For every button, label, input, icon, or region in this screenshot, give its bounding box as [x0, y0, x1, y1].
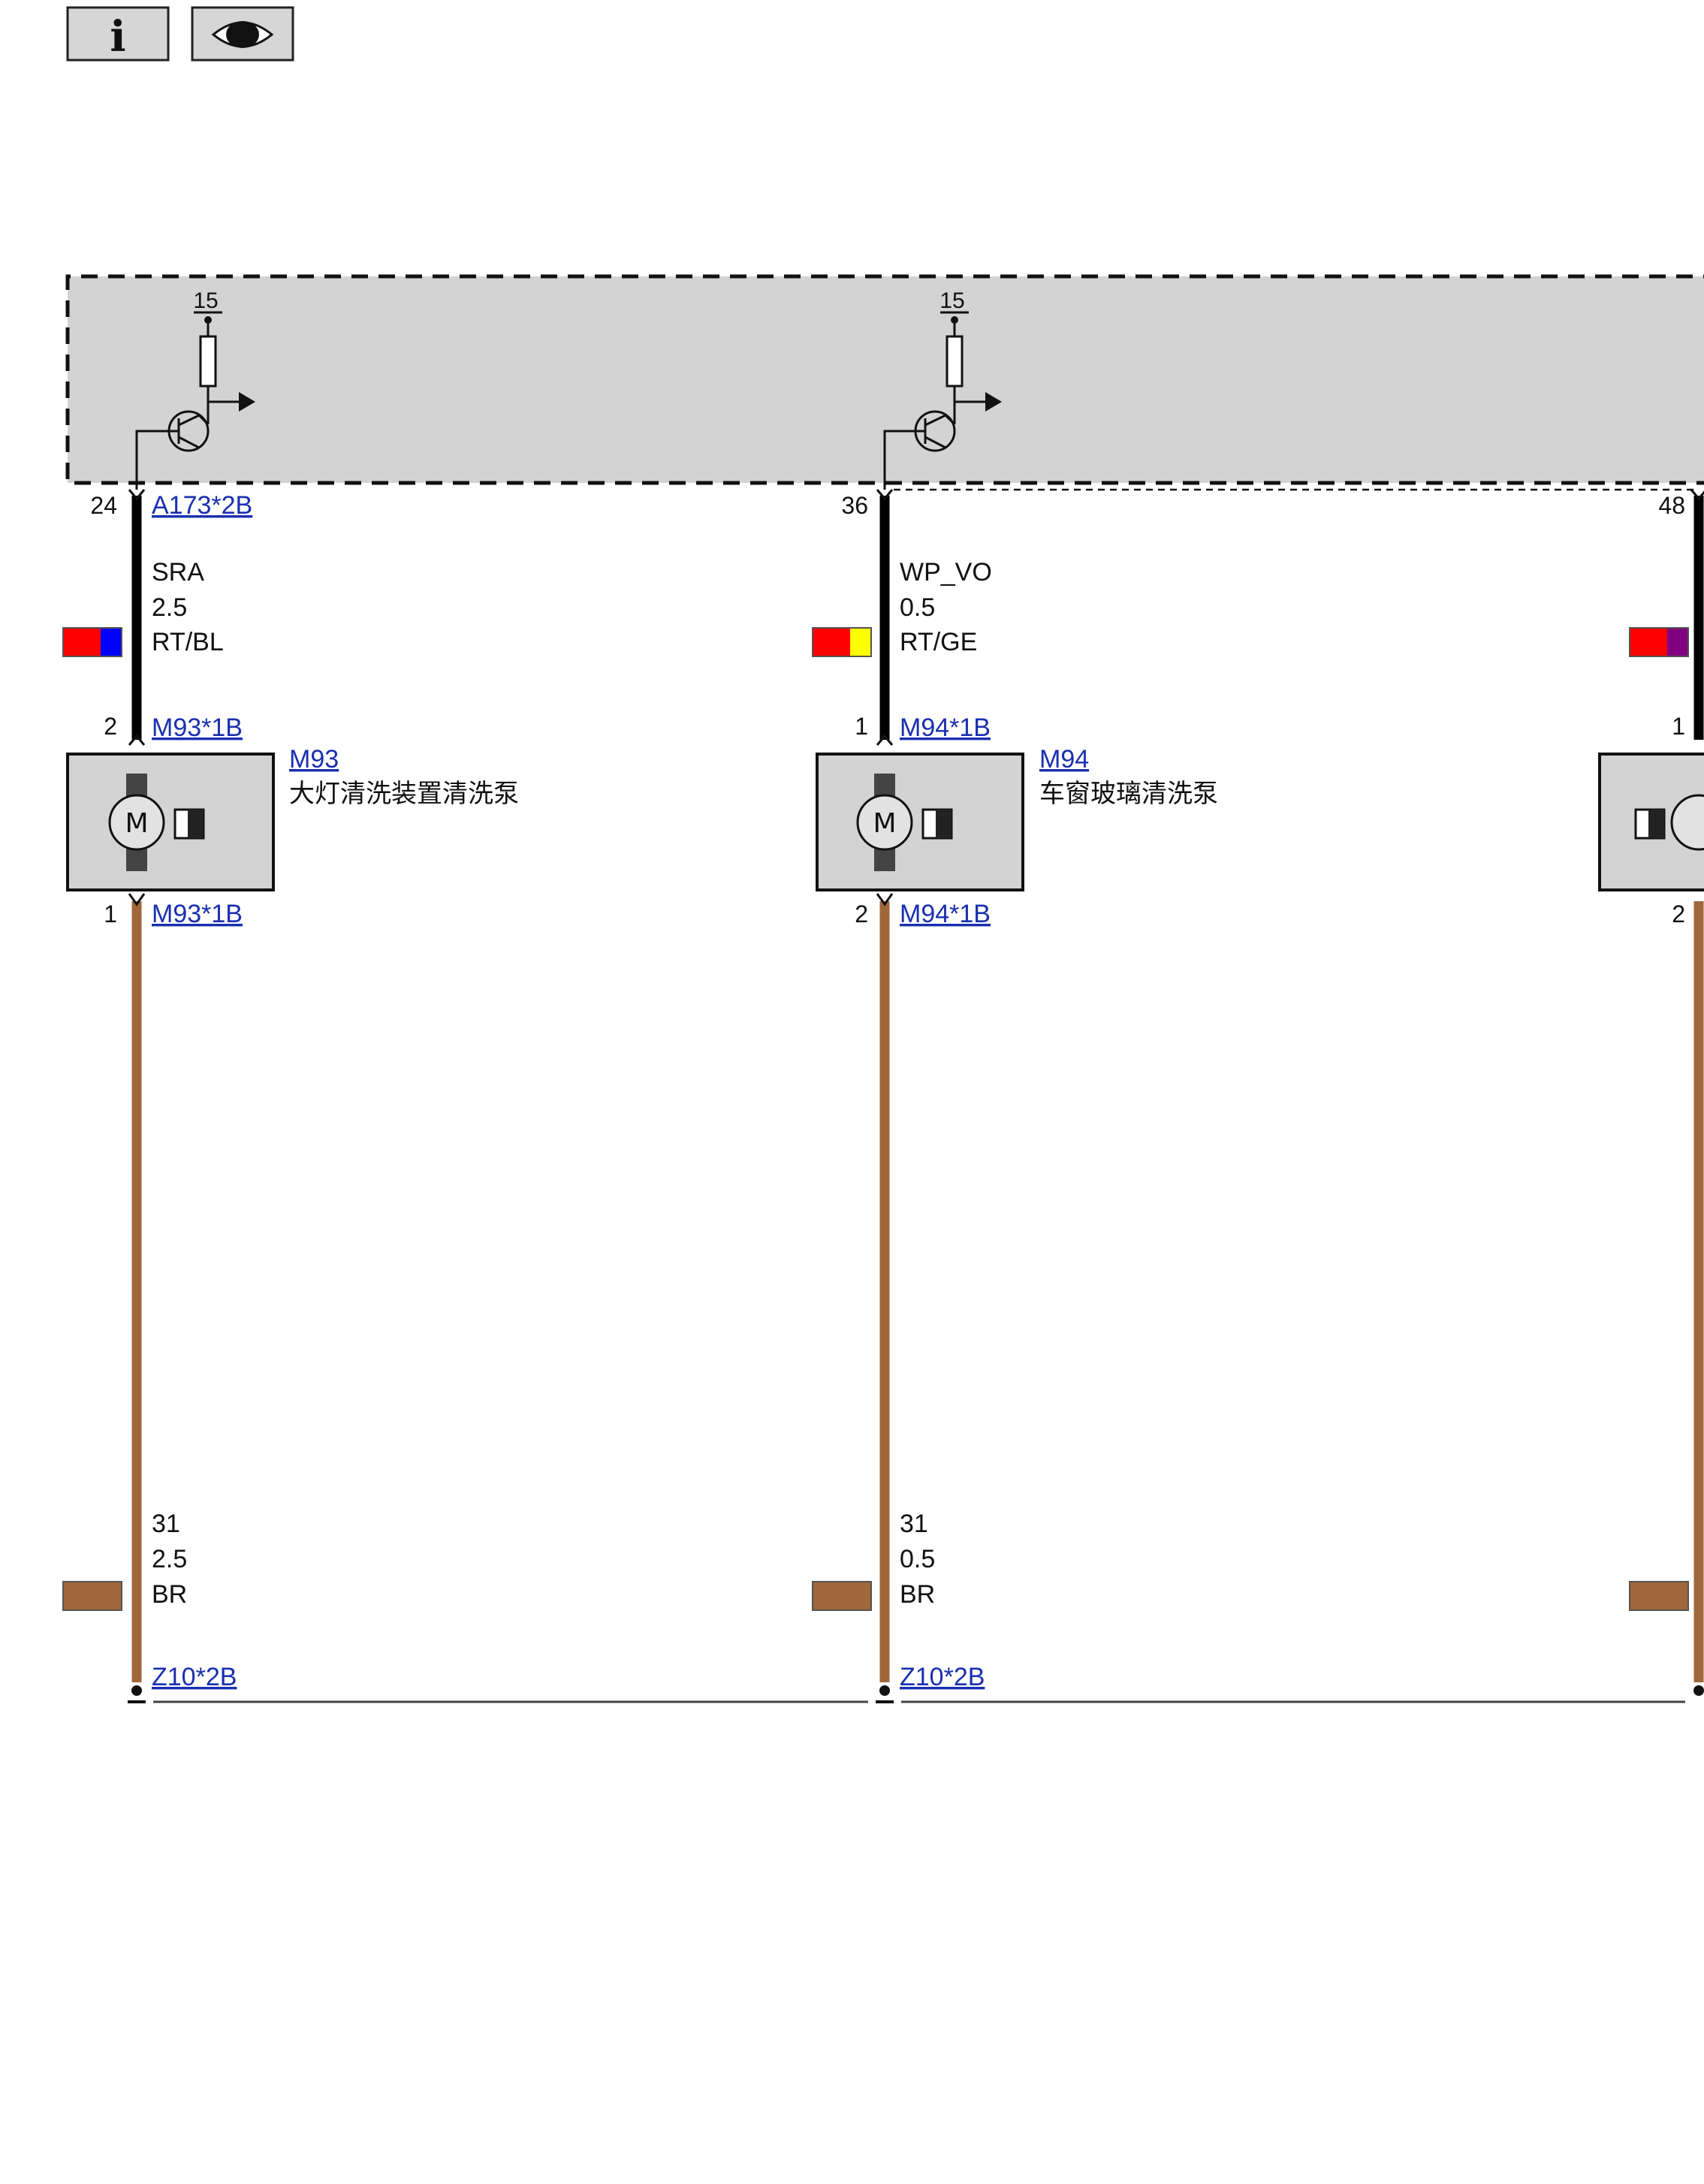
pump-pin-bottom: 1 [104, 900, 117, 928]
wire-color-swatch [812, 1581, 872, 1611]
output-pin-number: 48 [1658, 492, 1685, 519]
wire-upper [876, 489, 894, 746]
motor-icon [108, 794, 165, 851]
wire-gauge: 2.5 [152, 593, 187, 622]
motor-icon [1670, 794, 1704, 851]
info-icon: i [110, 12, 125, 62]
ground-terminal [128, 1685, 146, 1703]
wire-lower [876, 893, 894, 1682]
wire-color-swatch [62, 1581, 122, 1611]
supply-terminal-label: 15 [939, 288, 964, 313]
pump-symbol-icon [1634, 808, 1666, 840]
wire-color-swatch [62, 627, 122, 657]
wire-gauge: 2.5 [152, 1545, 187, 1573]
component-link-m94[interactable]: M94 [1039, 745, 1089, 774]
wire-gauge: 0.5 [900, 1545, 935, 1573]
wire-color-code: RT/GE [900, 628, 977, 656]
swatch-primary [813, 628, 850, 656]
connector-link-m93-top[interactable]: M93*1B [152, 713, 243, 742]
component-name: 车窗玻璃清洗泵 [1039, 779, 1218, 809]
motor-icon [856, 794, 913, 851]
wire-signal-name: WP_VO [900, 558, 992, 587]
transistor-driver [883, 311, 1002, 490]
pump-pin-top: 1 [1672, 713, 1685, 740]
ground-terminal [1693, 1685, 1704, 1696]
wire-color-swatch [1629, 627, 1689, 657]
component-name: 大灯清洗装置清洗泵 [289, 779, 519, 809]
swatch-primary [62, 1581, 122, 1611]
wire-color-code: RT/BL [152, 628, 224, 656]
wire-upper [128, 489, 146, 746]
connector-link-z10[interactable]: Z10*2B [900, 1663, 985, 1691]
output-pin-number: 24 [90, 492, 117, 519]
svg-text:M: M [873, 808, 896, 839]
pump-pin-top: 1 [855, 713, 868, 740]
swatch-secondary [1667, 628, 1688, 656]
transistor-driver [135, 311, 255, 490]
wire-signal-name: SRA [152, 558, 204, 587]
swatch-primary [812, 1581, 872, 1611]
wire-color-swatch [812, 627, 872, 657]
connector-link-m93-bottom[interactable]: M93*1B [152, 900, 243, 928]
component-link-m93[interactable]: M93 [289, 745, 339, 774]
svg-text:M: M [125, 808, 148, 839]
wire-gauge: 0.5 [900, 593, 935, 622]
pump-pin-bottom: 2 [1672, 900, 1685, 928]
swatch-secondary [850, 628, 871, 656]
pump-m94: M [816, 753, 1024, 891]
connector-link-m94-top[interactable]: M94*1B [900, 713, 991, 742]
view-button[interactable] [191, 6, 294, 62]
supply-terminal-label: 15 [193, 288, 218, 313]
wire-signal-name: 31 [900, 1510, 928, 1538]
wire-upper [1690, 489, 1704, 740]
pump-partial [1598, 753, 1704, 891]
info-button[interactable]: i [66, 6, 170, 62]
wire-color-swatch [1629, 1581, 1689, 1611]
pump-symbol-icon [173, 808, 205, 840]
output-pin-number: 36 [841, 492, 868, 519]
connector-link-m94-bottom[interactable]: M94*1B [900, 900, 991, 928]
wire-signal-name: 31 [152, 1510, 180, 1538]
pump-pin-bottom: 2 [855, 900, 868, 928]
swatch-primary [63, 628, 101, 656]
wire-lower [128, 893, 146, 1682]
eye-icon [211, 21, 274, 48]
connector-link-a173[interactable]: A173*2B [152, 491, 252, 520]
wire-color-code: BR [900, 1580, 935, 1609]
pump-symbol-icon [921, 808, 953, 840]
connector-link-z10[interactable]: Z10*2B [152, 1663, 237, 1691]
swatch-primary [1629, 1581, 1689, 1611]
pump-m93: M [66, 753, 275, 891]
swatch-primary [1630, 628, 1667, 656]
pump-pin-top: 2 [104, 713, 117, 740]
wire-color-code: BR [152, 1580, 187, 1609]
ground-terminal [876, 1685, 894, 1703]
swatch-secondary [101, 628, 122, 656]
